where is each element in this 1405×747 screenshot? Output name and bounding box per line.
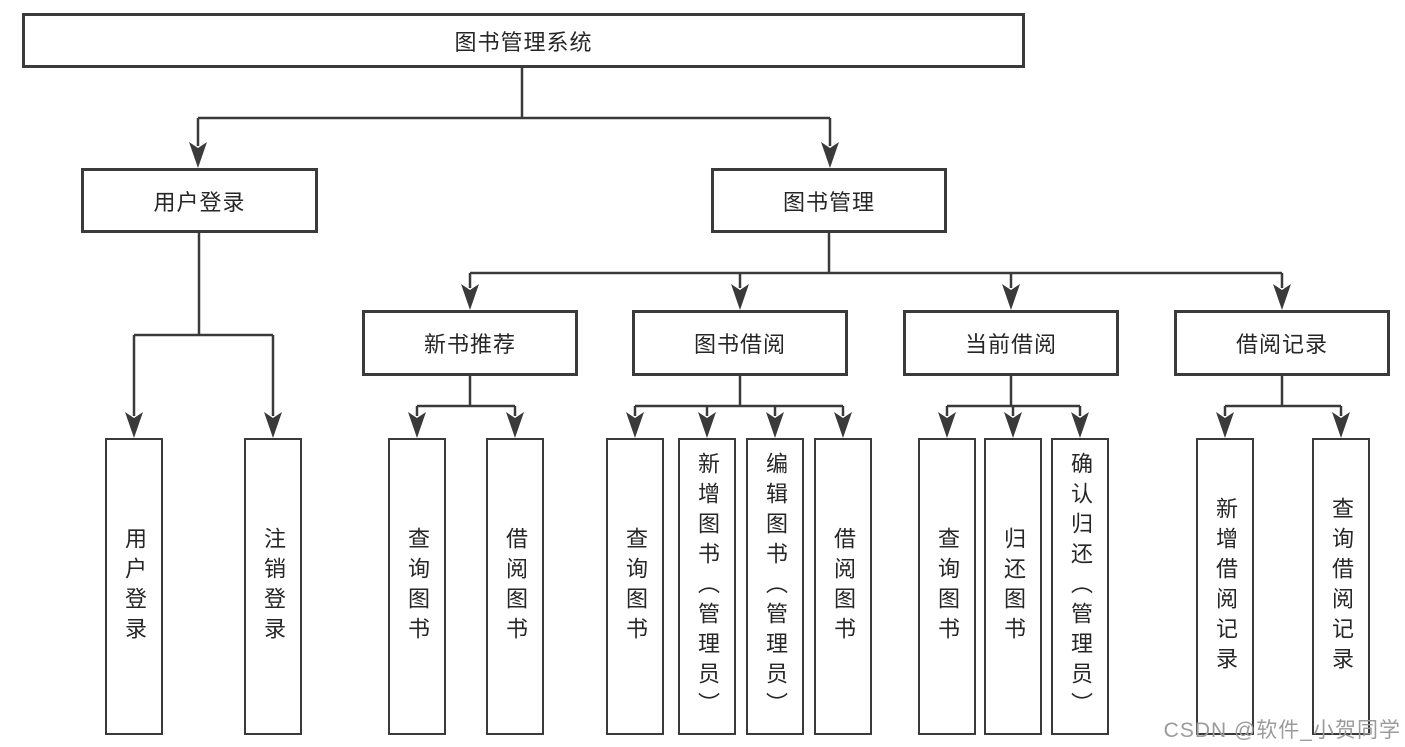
node-root-label: 图书管理系统 [454, 29, 593, 55]
node-book-management-label: 图书管理 [782, 189, 875, 215]
csdn-watermark: CSDN @软件_小贺同学 [1163, 719, 1401, 742]
leaf-current-confirm-return-admin-label: 确认归还（管理员） [1068, 451, 1093, 722]
leaf-borrowing-borrow-book-label: 借阅图书 [831, 526, 856, 647]
leaf-borrowing-edit-book-admin: 编辑图书（管理员） [746, 438, 804, 735]
leaf-current-return-book: 归还图书 [984, 438, 1042, 735]
leaf-logout-label: 注销登录 [261, 526, 286, 647]
leaf-borrowing-query-book-label: 查询图书 [623, 526, 648, 647]
leaf-current-confirm-return-admin: 确认归还（管理员） [1051, 438, 1109, 735]
leaf-newbooks-query-book-label: 查询图书 [405, 526, 430, 647]
leaf-records-query-record-label: 查询借阅记录 [1329, 496, 1354, 677]
node-root-system: 图书管理系统 [22, 13, 1025, 68]
leaf-user-login: 用户登录 [105, 438, 163, 735]
leaf-borrowing-add-book-admin: 新增图书（管理员） [678, 438, 736, 735]
node-new-book-recommend: 新书推荐 [362, 310, 578, 376]
leaf-records-add-record: 新增借阅记录 [1196, 438, 1254, 735]
leaf-borrowing-add-book-admin-label: 新增图书（管理员） [695, 451, 720, 722]
node-book-borrowing: 图书借阅 [632, 310, 848, 376]
node-current-borrowing: 当前借阅 [903, 310, 1119, 376]
node-book-borrowing-label: 图书借阅 [693, 332, 786, 357]
node-current-borrowing-label: 当前借阅 [964, 332, 1057, 357]
node-user-login: 用户登录 [81, 168, 318, 233]
leaf-newbooks-query-book: 查询图书 [388, 438, 446, 735]
leaf-user-login-label: 用户登录 [122, 526, 147, 647]
leaf-records-query-record: 查询借阅记录 [1312, 438, 1370, 735]
leaf-current-return-book-label: 归还图书 [1001, 526, 1026, 647]
node-user-login-label: 用户登录 [153, 189, 246, 215]
leaf-logout: 注销登录 [244, 438, 302, 735]
leaf-current-query-book: 查询图书 [918, 438, 976, 735]
leaf-borrowing-borrow-book: 借阅图书 [814, 438, 872, 735]
leaf-records-add-record-label: 新增借阅记录 [1213, 496, 1238, 677]
node-borrow-records: 借阅记录 [1174, 310, 1390, 376]
node-borrow-records-label: 借阅记录 [1235, 332, 1328, 357]
node-book-management: 图书管理 [711, 168, 947, 233]
leaf-newbooks-borrow-book-label: 借阅图书 [503, 526, 528, 647]
leaf-current-query-book-label: 查询图书 [935, 526, 960, 647]
leaf-borrowing-query-book: 查询图书 [606, 438, 664, 735]
leaf-borrowing-edit-book-admin-label: 编辑图书（管理员） [763, 451, 788, 722]
leaf-newbooks-borrow-book: 借阅图书 [486, 438, 544, 735]
node-new-book-recommend-label: 新书推荐 [423, 332, 516, 357]
